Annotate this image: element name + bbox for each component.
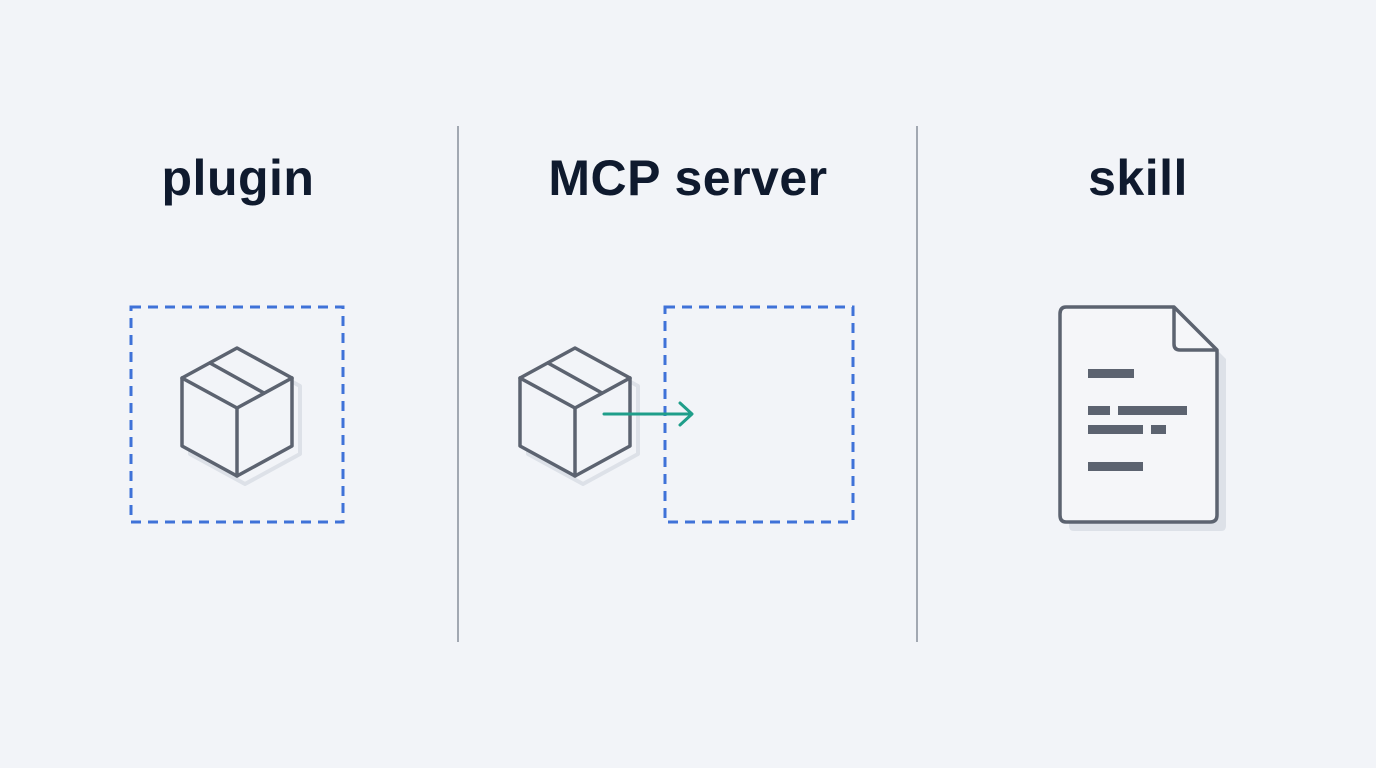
column-divider-left (457, 126, 459, 642)
plugin-title: plugin (161, 150, 315, 206)
arrow-right-icon (602, 401, 694, 427)
plugin-package-box-icon (180, 346, 302, 486)
column-divider-right (916, 126, 918, 642)
document-text-lines (1088, 369, 1187, 471)
plugin-dashed-frame (129, 305, 345, 524)
skill-document-icon (1058, 305, 1226, 531)
plugin-illustration (129, 305, 345, 524)
mcp-server-title: MCP server (548, 150, 828, 206)
mcp-server-package-box-icon (518, 346, 640, 486)
skill-title: skill (1088, 150, 1188, 206)
mcp-server-illustration (518, 305, 855, 524)
